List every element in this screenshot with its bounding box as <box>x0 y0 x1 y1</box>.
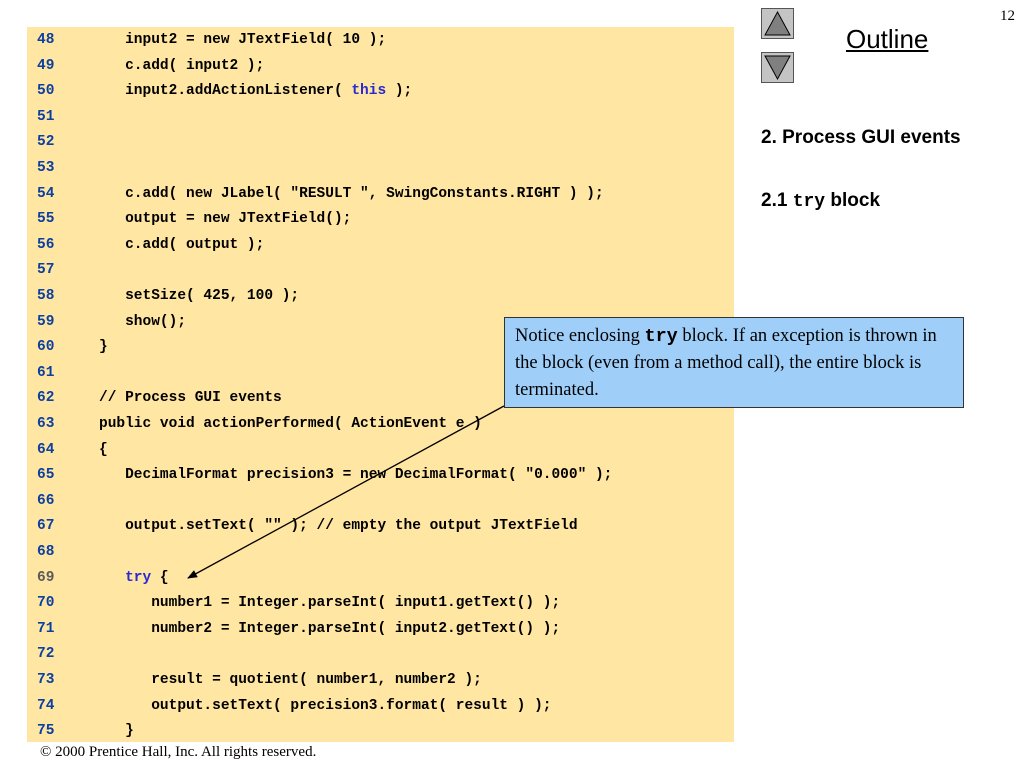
line-number: 49 <box>37 57 55 74</box>
line-number: 56 <box>37 236 55 253</box>
code-text: } <box>99 335 108 360</box>
line-number: 68 <box>37 544 55 560</box>
code-token: number1 = Integer.parseInt( input1.getTe… <box>99 595 561 612</box>
code-text: output.setText( "" ); // empty the outpu… <box>99 514 578 539</box>
code-text: } <box>99 719 134 744</box>
outline-item-try-block[interactable]: 2.1 try block <box>761 190 880 212</box>
line-number: 74 <box>37 697 55 714</box>
outline-item-suffix: block <box>825 190 881 211</box>
code-text: show(); <box>99 310 186 335</box>
code-text: number1 = Integer.parseInt( input1.getTe… <box>99 591 560 616</box>
outline-item-text: 2. Process GUI events <box>761 127 961 148</box>
line-number: 54 <box>37 185 55 202</box>
code-token: } <box>99 339 108 356</box>
code-token: input2.addActionListener( <box>99 83 352 100</box>
line-number: 55 <box>37 211 55 228</box>
line-number: 72 <box>37 646 55 663</box>
next-slide-button[interactable] <box>761 52 794 83</box>
code-text: c.add( input2 ); <box>99 54 264 79</box>
code-text: c.add( new JLabel( "RESULT ", SwingConst… <box>99 182 604 207</box>
code-keyword: this <box>351 83 387 100</box>
line-number: 59 <box>37 313 55 330</box>
code-token: result = quotient( number1, number2 ); <box>99 672 482 688</box>
code-text: c.add( output ); <box>99 233 264 258</box>
line-number: 62 <box>37 390 55 407</box>
code-token: c.add( output ); <box>99 236 265 253</box>
line-number: 48 <box>37 32 55 48</box>
code-text: output.setText( precision3.format( resul… <box>99 694 551 719</box>
code-token: number2 = Integer.parseInt( input2.getTe… <box>99 620 561 637</box>
code-text: try { <box>99 566 169 591</box>
line-number: 60 <box>37 339 55 356</box>
line-number: 61 <box>37 364 55 381</box>
callout-code: try <box>644 326 678 347</box>
code-token: ); <box>386 83 413 100</box>
code-keyword: try <box>125 569 152 586</box>
code-text: setSize( 425, 100 ); <box>99 284 299 309</box>
line-number: 52 <box>37 134 55 151</box>
line-number: 73 <box>37 672 55 688</box>
code-text: input2.addActionListener( this ); <box>99 79 412 104</box>
code-token: { <box>99 441 108 458</box>
code-token: output.setText( "" ); // empty the outpu… <box>99 518 578 535</box>
copyright-footer: © 2000 Prentice Hall, Inc. All rights re… <box>40 744 317 760</box>
code-token: output = new JTextField(); <box>99 211 352 228</box>
code-token: c.add( input2 ); <box>99 57 265 74</box>
code-text: number2 = Integer.parseInt( input2.getTe… <box>99 617 560 642</box>
code-text: DecimalFormat precision3 = new DecimalFo… <box>99 463 612 488</box>
previous-slide-button[interactable] <box>761 8 794 39</box>
line-number: 69 <box>37 569 55 586</box>
code-text: input2 = new JTextField( 10 ); <box>99 28 386 53</box>
code-text: public void actionPerformed( ActionEvent… <box>99 412 482 437</box>
line-number: 64 <box>37 441 55 458</box>
code-token: input2 = new JTextField( 10 ); <box>99 32 387 48</box>
code-text: output = new JTextField(); <box>99 207 351 232</box>
line-number: 65 <box>37 467 55 484</box>
code-text: // Process GUI events <box>99 386 282 411</box>
line-number: 70 <box>37 595 55 612</box>
triangle-down-icon <box>764 55 791 81</box>
triangle-up-icon <box>764 10 791 36</box>
page-number: 12 <box>1000 8 1015 24</box>
line-number: 71 <box>37 620 55 637</box>
outline-item-prefix: 2.1 <box>761 190 793 211</box>
code-token: // Process GUI events <box>99 390 282 407</box>
code-token: { <box>151 569 169 586</box>
line-number: 50 <box>37 83 55 100</box>
outline-item-process-gui-events[interactable]: 2. Process GUI events <box>761 127 961 149</box>
code-token <box>99 570 125 586</box>
line-number: 67 <box>37 518 55 535</box>
line-number: 75 <box>37 723 55 740</box>
line-number: 51 <box>37 108 55 125</box>
code-token: DecimalFormat precision3 = new DecimalFo… <box>99 467 613 484</box>
code-token: setSize( 425, 100 ); <box>99 288 300 304</box>
outline-item-code: try <box>792 192 826 212</box>
callout-note: Notice enclosing try block. If an except… <box>504 317 964 408</box>
line-number: 66 <box>37 492 55 509</box>
callout-text-before: Notice enclosing <box>515 326 645 346</box>
line-number: 53 <box>37 160 55 176</box>
code-text: { <box>99 438 108 463</box>
code-token: output.setText( precision3.format( resul… <box>99 697 552 714</box>
code-token: } <box>99 723 134 740</box>
line-number: 63 <box>37 416 55 432</box>
code-token: c.add( new JLabel( "RESULT ", SwingConst… <box>99 185 604 202</box>
outline-link[interactable]: Outline <box>846 24 929 54</box>
code-text: result = quotient( number1, number2 ); <box>99 668 482 693</box>
line-number: 57 <box>37 262 55 279</box>
line-number: 58 <box>37 288 55 304</box>
code-token: show(); <box>99 313 187 330</box>
code-token: public void actionPerformed( ActionEvent… <box>99 416 482 432</box>
callout-text-after: block. If an exception is thrown in the … <box>515 326 937 400</box>
